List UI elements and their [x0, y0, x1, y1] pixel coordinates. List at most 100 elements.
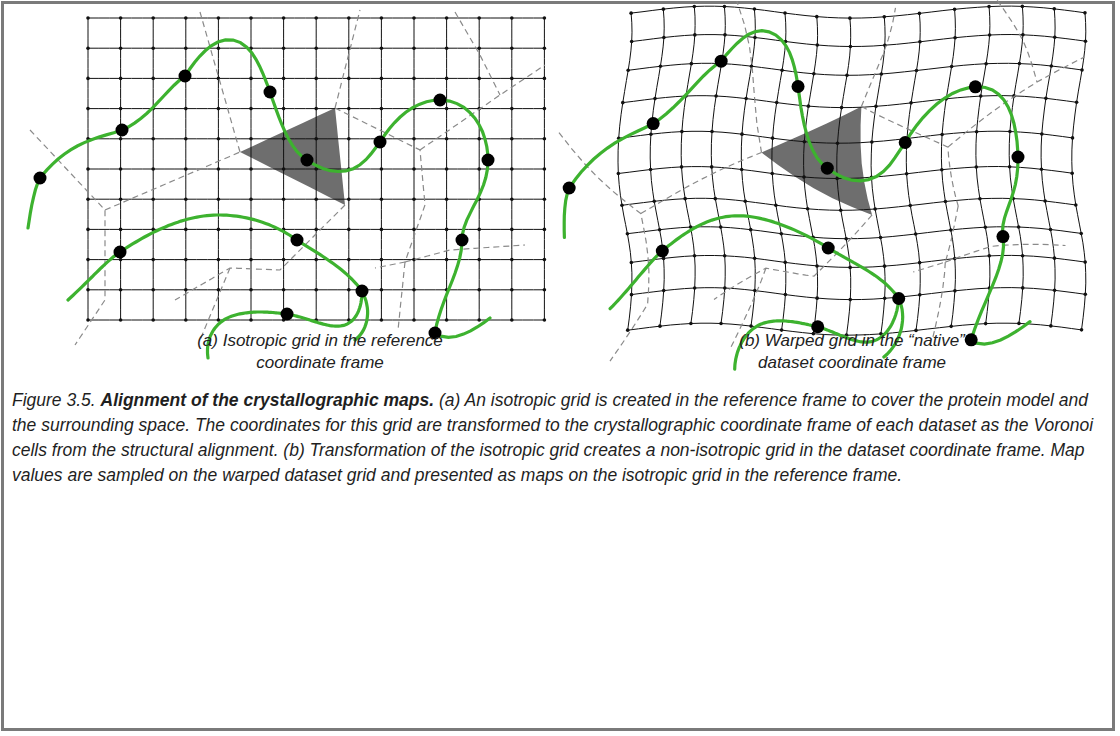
grid-point — [151, 137, 155, 141]
voronoi-boundaries — [559, 0, 1085, 361]
grid-point — [1053, 256, 1057, 260]
grid-point — [680, 165, 684, 169]
protein-chains — [28, 40, 490, 358]
grid-point — [692, 5, 696, 9]
grid-point — [380, 228, 384, 232]
voronoi-edge — [105, 152, 240, 210]
grid-point — [723, 286, 727, 290]
grid-point — [950, 65, 954, 69]
grid-point — [543, 258, 547, 262]
grid-point — [1070, 171, 1074, 175]
grid-line — [976, 7, 990, 324]
grid-point — [412, 228, 416, 232]
grid-point — [151, 16, 155, 20]
grid-point — [988, 33, 992, 37]
grid-point — [940, 168, 944, 172]
grid-point — [86, 228, 90, 232]
grid-point — [477, 228, 481, 232]
grid-point — [477, 288, 481, 292]
voronoi-edge — [641, 153, 762, 214]
grid-point — [445, 137, 449, 141]
grid-point — [1074, 203, 1078, 207]
protein-chain — [68, 215, 368, 340]
grid-point — [740, 168, 744, 172]
grid-point — [1083, 11, 1087, 15]
protein-chains — [564, 31, 1030, 370]
grid-point — [249, 197, 253, 201]
grid-point — [184, 107, 188, 111]
grid-point — [347, 137, 351, 141]
grid-line — [804, 17, 818, 334]
grid-point — [873, 207, 877, 211]
grid-panel-a — [28, 10, 546, 358]
atom — [965, 333, 978, 346]
grid-point — [1044, 97, 1048, 101]
grid-point — [184, 228, 188, 232]
grid-point — [629, 11, 633, 15]
grid-point — [987, 5, 991, 9]
grid-point — [653, 97, 657, 101]
grid-point — [412, 46, 416, 50]
grid-point — [510, 137, 514, 141]
grid-point — [543, 288, 547, 292]
grid-point — [184, 288, 188, 292]
grid-point — [314, 107, 318, 111]
grid-point — [1021, 5, 1025, 9]
grid-point — [249, 288, 253, 292]
grid-point — [1079, 232, 1083, 236]
grid-point — [380, 288, 384, 292]
grid-point — [86, 46, 90, 50]
grid-point — [816, 43, 820, 47]
atom — [996, 230, 1009, 243]
grid-point — [86, 77, 90, 81]
grid-point — [723, 33, 727, 37]
grid-point — [510, 228, 514, 232]
grid-line — [1009, 6, 1023, 323]
grid-point — [347, 258, 351, 262]
grid-point — [630, 40, 634, 44]
grid-point — [775, 101, 779, 105]
voronoi-edge — [861, 107, 958, 207]
grid-point — [282, 258, 286, 262]
grid-point — [477, 137, 481, 141]
grid-point — [1049, 228, 1053, 232]
grid-point — [918, 12, 922, 16]
grid-point — [626, 68, 630, 72]
grid-point — [978, 197, 982, 201]
grid-point — [314, 137, 318, 141]
grid-line — [632, 288, 1086, 300]
grid-point — [314, 77, 318, 81]
grid-point — [883, 297, 887, 301]
grid-point — [282, 46, 286, 50]
grid-point — [151, 258, 155, 262]
grid-point — [217, 46, 221, 50]
grid-point — [314, 16, 318, 20]
caption-part: Figure 3.5. — [12, 390, 101, 410]
grid-point — [86, 197, 90, 201]
grid-point — [1021, 254, 1025, 258]
grid-point — [119, 46, 123, 50]
grid-point — [1071, 136, 1075, 140]
grid-point — [249, 77, 253, 81]
grid-point — [987, 254, 991, 258]
grid-point — [658, 228, 662, 232]
grid-point — [630, 293, 634, 297]
grid-point — [693, 33, 697, 37]
grid-point — [845, 73, 849, 77]
grid-point — [979, 94, 983, 98]
grid-point — [1050, 64, 1054, 68]
grid-point — [840, 106, 844, 110]
grid-line — [628, 63, 1082, 75]
grid-point — [249, 318, 253, 322]
grid-point — [883, 264, 887, 268]
grid-point — [784, 293, 788, 297]
grid-point — [719, 225, 723, 229]
grid-point — [918, 293, 922, 297]
atoms — [34, 70, 495, 340]
grid-point — [380, 197, 384, 201]
grid-point — [217, 288, 221, 292]
grid-point — [749, 324, 753, 328]
atom — [656, 245, 669, 258]
grid-point — [1084, 293, 1088, 297]
